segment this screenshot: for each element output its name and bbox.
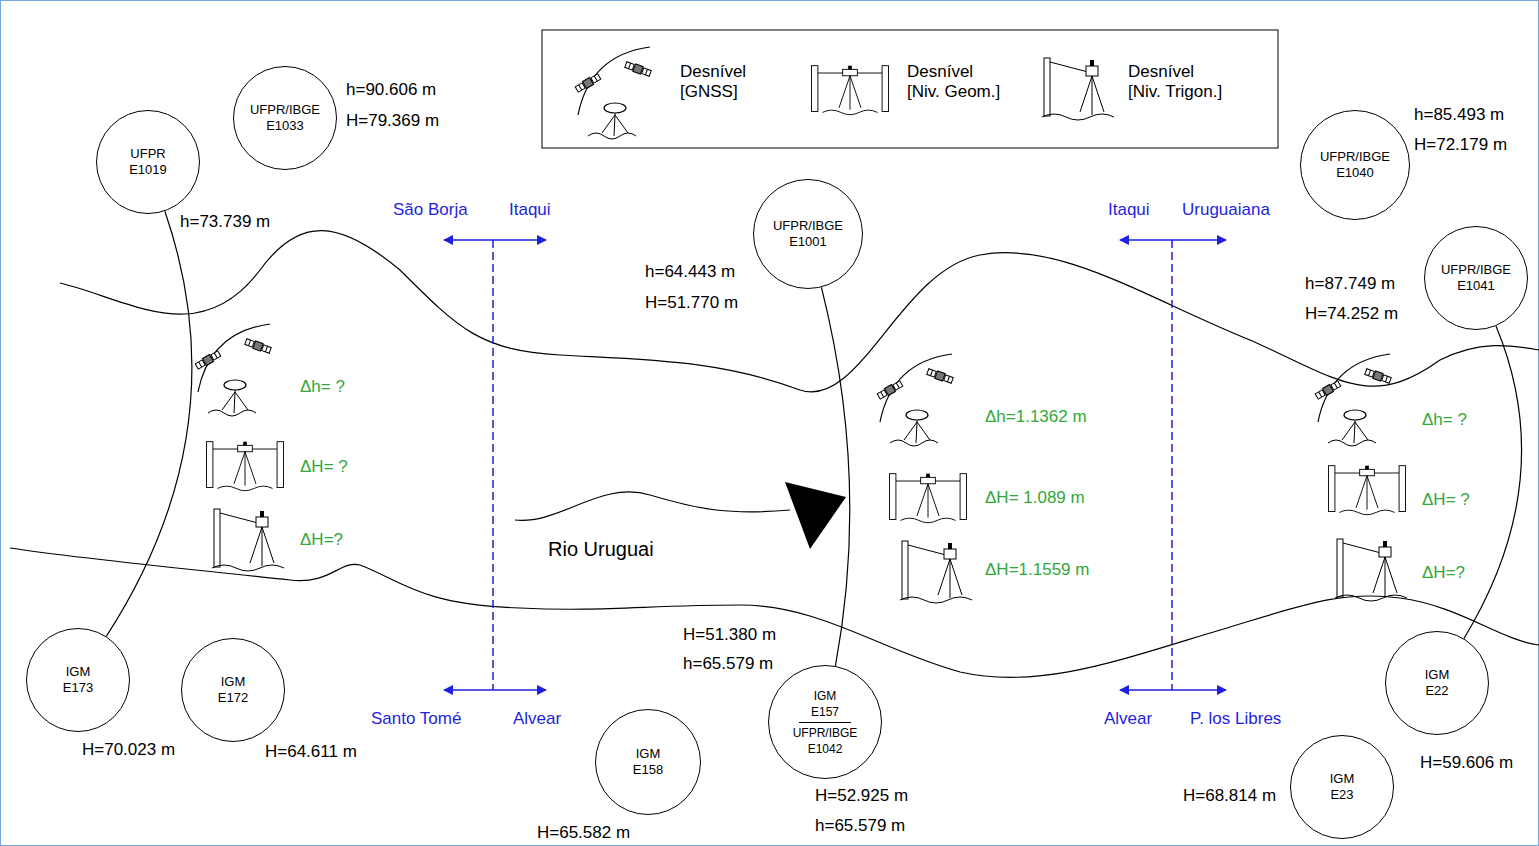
height-value: h=64.443 m [645, 262, 735, 282]
place-name: Uruguaiana [1182, 200, 1270, 220]
border-marker [444, 240, 1226, 690]
connector-line [821, 287, 849, 666]
station-name: UFPR/IBGE E1041 [1441, 262, 1511, 294]
station-circle: UFPR/IBGE E1001 [753, 179, 863, 289]
height-difference: ΔH=1.1559 m [985, 560, 1089, 580]
gnss-icon [575, 47, 652, 139]
station-circle: UFPR E1019 [96, 110, 200, 214]
height-value: H=51.770 m [645, 293, 738, 313]
connector-line [106, 211, 192, 636]
height-value: H=64.611 m [265, 742, 357, 762]
height-value: H=74.252 m [1305, 304, 1398, 324]
height-value: h=85.493 m [1414, 105, 1504, 125]
trig-icon [900, 541, 972, 603]
station-circle: IGM E173 [26, 628, 130, 732]
station-name: IGM E158 [633, 746, 663, 778]
place-name: Alvear [513, 709, 561, 729]
height-value: H=70.023 m [82, 740, 175, 760]
connector-line [1464, 326, 1522, 639]
station-circle: IGM E23 [1290, 735, 1394, 839]
legend-box [542, 30, 1278, 148]
height-difference: Δh= ? [1422, 410, 1467, 430]
station-circle: UFPR/IBGE E1041 [1424, 226, 1528, 330]
level-icon [812, 66, 889, 115]
legend-text: Desnível [GNSS] [680, 62, 780, 102]
gnss-icon [877, 354, 954, 446]
flow-arrowhead [785, 482, 846, 549]
level-icon [1329, 466, 1406, 515]
gnss-icon [195, 324, 272, 416]
station-name: UFPR/IBGE E1033 [250, 102, 320, 134]
trig-icon [1042, 58, 1114, 120]
station-circle: UFPR/IBGE E1040 [1300, 110, 1410, 220]
height-value: H=72.179 m [1414, 135, 1507, 155]
station-name: UFPR E1019 [129, 146, 167, 178]
place-name: Alvear [1104, 709, 1152, 729]
height-difference: ΔH= 1.089 m [985, 488, 1085, 508]
height-difference: ΔH= ? [1422, 490, 1470, 510]
station-name: UFPR/IBGE E1040 [1320, 149, 1390, 181]
station-circle: IGM E22 [1385, 631, 1489, 735]
level-icon [207, 442, 284, 491]
height-value: H=68.814 m [1183, 786, 1276, 806]
height-difference: Δh=1.1362 m [985, 407, 1087, 427]
gnss-icon [1315, 354, 1392, 446]
place-name: Santo Tomé [371, 709, 461, 729]
height-value: H=51.380 m [683, 625, 776, 645]
height-value: h=87.749 m [1305, 274, 1395, 294]
place-name: P. los Libres [1190, 709, 1281, 729]
height-value: h=90.606 m [346, 80, 436, 100]
station-circle: IGM E158 [595, 709, 701, 815]
station-name: UFPR/IBGE E1042 [793, 725, 858, 757]
station-name: IGM E157 [799, 688, 851, 723]
height-difference: ΔH=? [300, 530, 343, 550]
legend-text: Desnível [Niv. Trigon.] [1128, 62, 1228, 102]
height-value: h=65.579 m [815, 816, 905, 836]
place-name: Itaqui [509, 200, 551, 220]
station-circle: UFPR/IBGE E1033 [233, 66, 337, 170]
station-name: IGM E172 [218, 674, 248, 706]
trig-icon [1335, 539, 1407, 601]
height-value: H=59.606 m [1420, 753, 1513, 773]
place-name: São Borja [393, 200, 468, 220]
level-icon [890, 474, 967, 523]
place-name: Itaqui [1108, 200, 1150, 220]
height-difference: ΔH=? [1422, 563, 1465, 583]
height-value: Rio Uruguai [548, 537, 654, 561]
station-circle: IGM E172 [181, 638, 285, 742]
trig-icon [212, 509, 284, 571]
height-value: h=65.579 m [683, 654, 773, 674]
height-value: H=79.369 m [346, 111, 439, 131]
height-value: H=65.582 m [537, 823, 630, 843]
station-circle: IGM E157UFPR/IBGE E1042 [768, 665, 882, 779]
legend-text: Desnível [Niv. Geom.] [907, 62, 1007, 102]
station-name: IGM E173 [63, 664, 93, 696]
height-difference: ΔH= ? [300, 457, 348, 477]
flow-line [515, 492, 790, 520]
station-name: IGM E23 [1330, 771, 1355, 803]
height-difference: Δh= ? [300, 377, 345, 397]
height-value: h=73.739 m [180, 212, 270, 232]
station-name: UFPR/IBGE E1001 [773, 218, 843, 250]
station-name: IGM E22 [1425, 667, 1450, 699]
height-value: H=52.925 m [815, 786, 908, 806]
